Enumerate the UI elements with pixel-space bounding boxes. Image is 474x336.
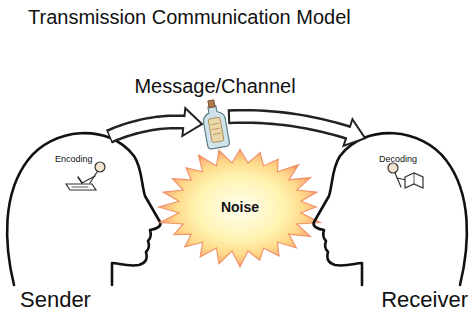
head-outline [314,133,467,285]
reader-figure [388,163,423,188]
writer-paper [66,184,96,190]
receiver-label: Receiver [381,287,468,312]
diagram-title: Transmission Communication Model [28,6,351,29]
text-slot: Message/Channel [134,75,295,98]
bottle-glass [201,104,230,149]
channel-label: Message/Channel [134,75,295,98]
scroll-lines [211,123,221,134]
node-shape [202,100,228,148]
text-slot: Decoding [379,148,417,166]
arrow-shaft-fill [230,116,351,133]
text-slot: Sender [20,287,91,312]
reader-body [395,173,401,187]
book-spine [414,173,415,184]
message-bottle: Message/Channel [202,100,228,148]
receiver-head: DecodingReceiver [309,122,474,285]
sender-head: EncodingSender [0,122,165,285]
writer-head [95,162,105,172]
bottle-icon [200,98,230,149]
reader-book [405,173,423,188]
text-slot: Encoding [55,148,93,166]
block-arrow [109,108,202,137]
writer-pen [78,177,82,183]
encoding-label: Encoding [55,154,93,164]
text-slot: Noise [221,198,259,216]
node-shape [309,122,474,285]
bottle-scroll [208,117,224,143]
noise-burst: Noise [157,147,323,267]
noise-starburst [159,149,321,267]
writer-figure [66,162,105,190]
node-shape [0,122,165,285]
decoding-label: Decoding [379,154,417,164]
arrow-shaft-fill [110,122,185,136]
writer-line [72,187,88,188]
reader-head [388,163,398,173]
title-slot: Transmission Communication Model [28,6,351,29]
bottle-cork [208,100,215,108]
head-outline [7,133,160,285]
noise-label: Noise [221,199,259,215]
sender-label: Sender [20,287,91,312]
text-slot: Receiver [381,287,468,312]
writer-arm [82,176,95,183]
block-arrow [228,116,365,145]
